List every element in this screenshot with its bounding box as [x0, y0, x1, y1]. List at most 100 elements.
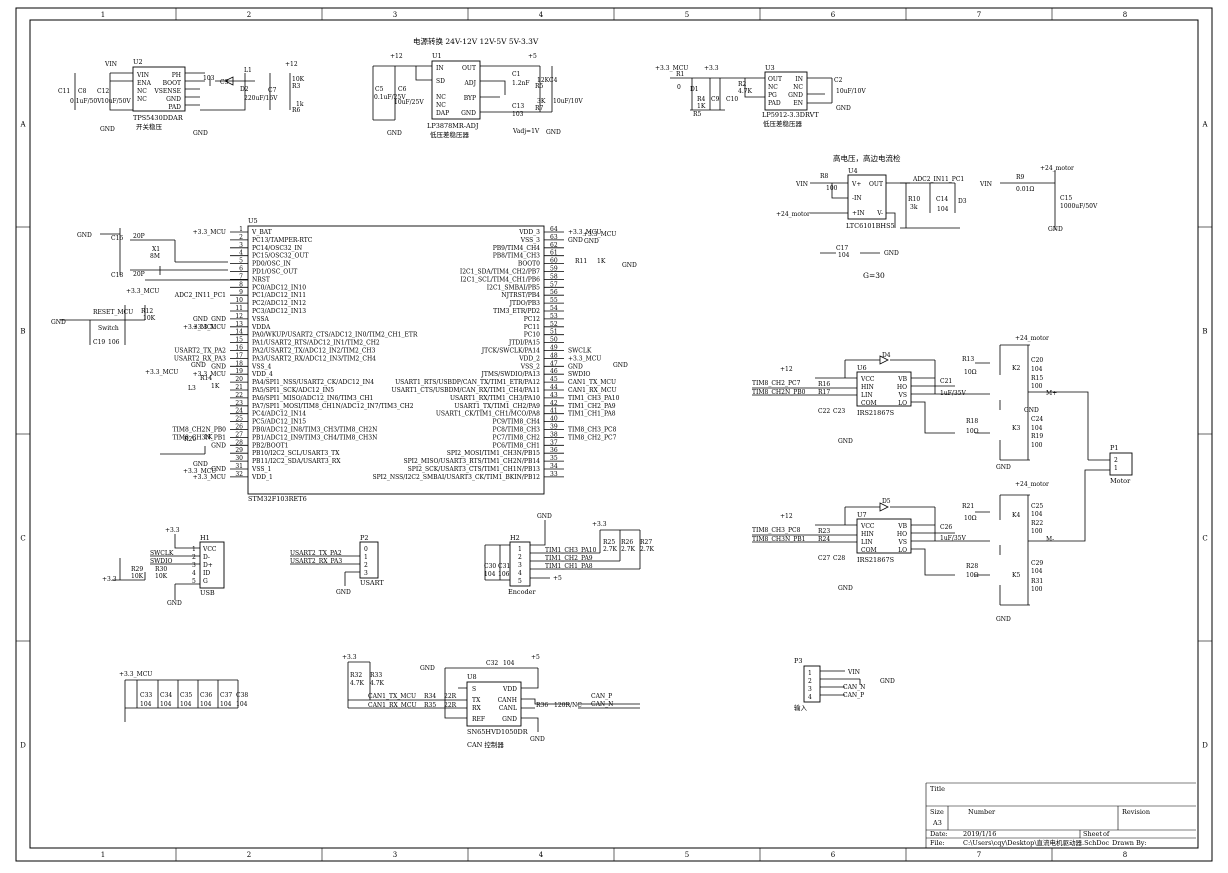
mcu-pin-number: 49: [550, 345, 558, 352]
h1-pin-num: 5: [192, 578, 196, 585]
u1-pin: SD: [436, 78, 445, 85]
tb-size-value: A3: [932, 819, 942, 827]
u7-pin: COM: [861, 547, 877, 554]
drva-label: 100: [1031, 442, 1043, 449]
can-label: CAN1_RX_MCU: [368, 702, 417, 709]
mcu-pin-number: 1: [239, 226, 243, 233]
mcu-pin-name: PB1/ADC12_IN9/TIM3_CH4/TIM8_CH3N: [252, 434, 377, 441]
buck-label: C12: [97, 88, 109, 95]
drva-label: 104: [1031, 425, 1043, 432]
u6-chip: [856, 371, 912, 407]
p1-wires: [1088, 459, 1110, 471]
current-sense-wires: [810, 170, 1056, 230]
h1-pin: G: [203, 578, 208, 585]
tb-size-label: Size: [930, 808, 944, 816]
mcu-pin-name: PC15/OSC32_OUT: [252, 253, 309, 260]
drvb-label: 104: [1031, 511, 1043, 518]
u3-chip: [764, 71, 808, 111]
mcu-pin-name: PC13/TAMPER-RTC: [252, 237, 313, 244]
mcu-peri-label: 106: [108, 339, 120, 346]
u1-chip: [431, 60, 481, 120]
d5-diode: [879, 502, 889, 512]
mcu-pin-number: 25: [235, 416, 243, 423]
h2-ref: H2: [510, 534, 520, 542]
mcu-pin-net: USART2_RX_PA3: [174, 355, 226, 362]
mcu-pin-net: TIM1_CH3_PA10: [568, 395, 620, 402]
mcu-peri-label: 1K: [597, 258, 606, 265]
can-label: 4.7K: [370, 680, 385, 687]
buck-label: 10uF/50V: [101, 98, 131, 105]
u7-pin: LO: [898, 547, 907, 554]
drva-label: GND: [996, 464, 1011, 471]
drvb-label: K4: [1012, 512, 1020, 519]
u2-left-pins: VIN ENA NC NC: [136, 72, 152, 103]
mcu-pin-name: SPI2_MISO/USART3_RTS/TIM1_CH2N/PB14: [403, 458, 540, 465]
u4-pin: V-: [876, 210, 883, 217]
drvb-label: 10Ω: [964, 515, 977, 522]
input-connector: P3 1 2 3 4 输入 VIN CAN_N CAN_P GND: [794, 657, 895, 712]
cs-label: R8: [820, 173, 829, 180]
buck-label: 10K: [292, 76, 305, 83]
mcu-pin-name: PC12: [524, 316, 540, 323]
buck-converter-block: U2 VIN ENA NC NC PH BOOT VSENSE GND PAD …: [58, 58, 305, 137]
drva-label: TIM8_CH2N_PB0: [752, 389, 806, 396]
drvb-label: +24_motor: [1015, 481, 1049, 488]
frame-col-bottom: 6: [831, 851, 836, 859]
drva-label: C22: [818, 408, 830, 415]
usart-block: P2 0 1 2 3 USART USART2_TX_PA2 USART2_RX…: [290, 534, 384, 596]
ldo33-label: R5: [693, 111, 702, 118]
u1-pin: BYP: [464, 95, 476, 102]
can-wires: [347, 661, 640, 732]
cs-label: 104: [937, 206, 949, 213]
u4-ref: U4: [848, 167, 858, 175]
driver-a-block: U6 VCC HIN LIN COM VB HO VS LO IRS21867S…: [752, 335, 1089, 471]
u8-ref: U8: [467, 673, 477, 681]
mcu-pin-net: USART2_TX_PA2: [174, 348, 226, 355]
u3-pin: EN: [793, 100, 803, 107]
mcu-pin-number: 50: [550, 337, 558, 344]
mcu-pin-name: JTDI/PA15: [508, 340, 540, 347]
h1-pin-num: 3: [192, 562, 196, 569]
drva-label: 104: [1031, 366, 1043, 373]
u1-ref: U1: [432, 52, 442, 60]
enc-net: TIM1_CH3_PA10: [545, 547, 597, 554]
drva-label: C20: [1031, 357, 1043, 364]
u2-pin: PH: [172, 72, 181, 79]
mcu-pin-net: SWCLK: [568, 348, 592, 355]
p1-pin: 1: [1114, 465, 1118, 472]
tb-file-value: C:\Users\cqy\Desktop\直流电机驱动器.SchDoc: [963, 838, 1109, 847]
frame-col-bottom: 3: [393, 851, 397, 859]
ldo-label: C4: [549, 77, 558, 84]
mcu-pin-number: 18: [235, 360, 243, 367]
title-block: Title Size A3 Number Revision Date: 2019…: [925, 782, 1196, 848]
cs-label: C17: [836, 245, 848, 252]
p3-ref: P3: [794, 657, 803, 665]
frame-col-bottom: 4: [539, 851, 544, 859]
cs-label: 100: [826, 185, 838, 192]
u2-pin: VSENSE: [153, 88, 181, 95]
mcu-pin-name: PA1/USART2_RTS/ADC12_IN1/TIM2_CH2: [252, 340, 380, 347]
buck-label: VIN: [104, 61, 117, 68]
cs-misc-wires: [820, 182, 910, 254]
h1-name: USB: [200, 589, 215, 597]
usart-label: GND: [336, 589, 351, 596]
mcu-pin-name: VSS_4: [251, 363, 271, 370]
mcu-peri-label: 1K: [211, 383, 220, 390]
mcu-pin-number: 11: [235, 305, 243, 312]
u4-pin: V+: [851, 181, 861, 188]
cs-label: GND: [884, 250, 899, 257]
ldo33-label: R2: [738, 81, 747, 88]
mcu-pin-number: 7: [239, 273, 243, 280]
mcu-peri-label: GND: [193, 461, 208, 468]
decap-label: C37: [220, 692, 232, 699]
p2-pin: 3: [364, 570, 368, 577]
ldo33-label: 4.7K: [738, 88, 753, 95]
ldo-label: C1: [512, 71, 520, 78]
mcu-pin-net: GND: [211, 316, 226, 323]
frame-row-right: D: [1202, 742, 1208, 750]
drvb-label: K5: [1012, 572, 1020, 579]
p3-pin: 4: [808, 694, 812, 701]
decap-label: C33: [140, 692, 152, 699]
mcu-pin-number: 2: [239, 234, 243, 241]
